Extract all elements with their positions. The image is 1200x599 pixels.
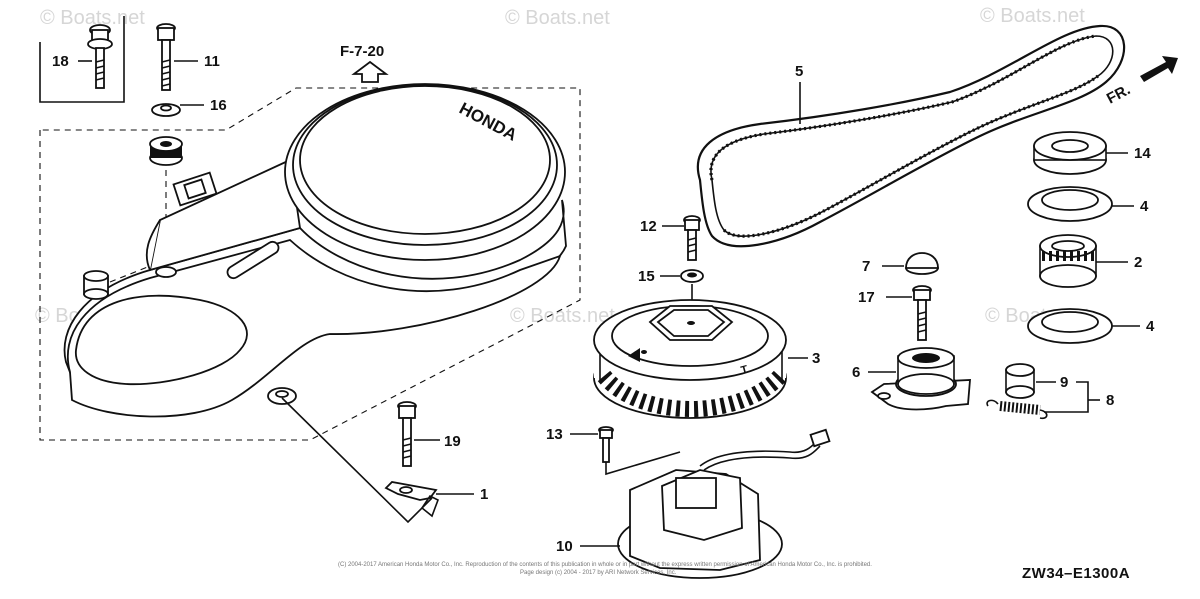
callout-number: 17 xyxy=(858,289,875,306)
callout-number: 3 xyxy=(812,350,820,367)
bracket-1 xyxy=(384,481,440,518)
grommet xyxy=(149,136,183,166)
washer-15 xyxy=(680,269,704,283)
pulser-coil-10 xyxy=(617,428,831,579)
copyright-line: (C) 2004-2017 American Honda Motor Co., … xyxy=(338,562,872,568)
fr-label: FR. xyxy=(1104,81,1133,107)
tensioner-6 xyxy=(870,347,971,411)
watermark: © Boats.net xyxy=(980,5,1085,27)
callout-number: 10 xyxy=(556,538,573,555)
reference-arrow: F-7-20 xyxy=(340,43,389,83)
cap-7 xyxy=(905,252,939,275)
front-direction-arrow: FR. xyxy=(1104,56,1178,108)
callout-number: 1 xyxy=(480,486,488,503)
bolt-11 xyxy=(156,23,176,91)
callout-number: 19 xyxy=(444,433,461,450)
callout-number: 9 xyxy=(1060,374,1068,391)
watermark: © Boats.net xyxy=(510,305,615,327)
callout-number: 2 xyxy=(1134,254,1142,271)
callout-number: 16 xyxy=(210,97,227,114)
callout-number: 15 xyxy=(638,268,655,285)
callout-number: 8 xyxy=(1106,392,1114,409)
callout-number: 4 xyxy=(1146,318,1155,335)
callout-number: 11 xyxy=(204,53,220,70)
assembly-line xyxy=(605,451,681,476)
copyright-line: Page design (c) 2004 - 2017 by ARI Netwo… xyxy=(520,570,677,576)
callout-number: 12 xyxy=(640,218,657,235)
callouts: 18 11 16 5 14 4 2 4 12 15 7 17 3 6 9 8 xyxy=(52,53,1155,555)
callout-number: 5 xyxy=(795,63,803,80)
bolt-17 xyxy=(912,285,932,341)
bolt-12 xyxy=(683,215,701,261)
bolt18-bracket-line xyxy=(39,16,125,103)
washer-16 xyxy=(151,103,181,117)
callout-number: 7 xyxy=(862,258,870,275)
callout-number: 18 xyxy=(52,53,69,70)
bolt-19 xyxy=(397,401,417,467)
washer-4-upper xyxy=(1027,186,1113,222)
washer-4-lower xyxy=(1027,308,1113,344)
cover-pin xyxy=(83,270,109,300)
callout-number: 4 xyxy=(1140,198,1149,215)
assembly-line xyxy=(281,397,433,524)
timing-belt xyxy=(696,24,1126,248)
bolt-13 xyxy=(598,426,614,463)
collar-9 xyxy=(1005,363,1035,399)
drive-pulley-3: T xyxy=(593,299,787,419)
drawing-code: ZW34–E1300A xyxy=(1022,565,1130,582)
nut-14 xyxy=(1033,131,1107,175)
pulley-gear-2 xyxy=(1039,234,1097,288)
watermark: © Boats.net xyxy=(40,7,145,29)
callout-number: 13 xyxy=(546,426,563,443)
watermark: © Boats.net xyxy=(505,7,610,29)
callout-number: 14 xyxy=(1134,145,1151,162)
callout-number: 6 xyxy=(852,364,860,381)
timing-mark: T xyxy=(740,363,750,376)
reference-label: F-7-20 xyxy=(340,43,384,60)
bolt-18 xyxy=(87,24,113,89)
spring-8 xyxy=(986,399,1048,420)
flywheel-cover: HONDA xyxy=(63,83,567,418)
